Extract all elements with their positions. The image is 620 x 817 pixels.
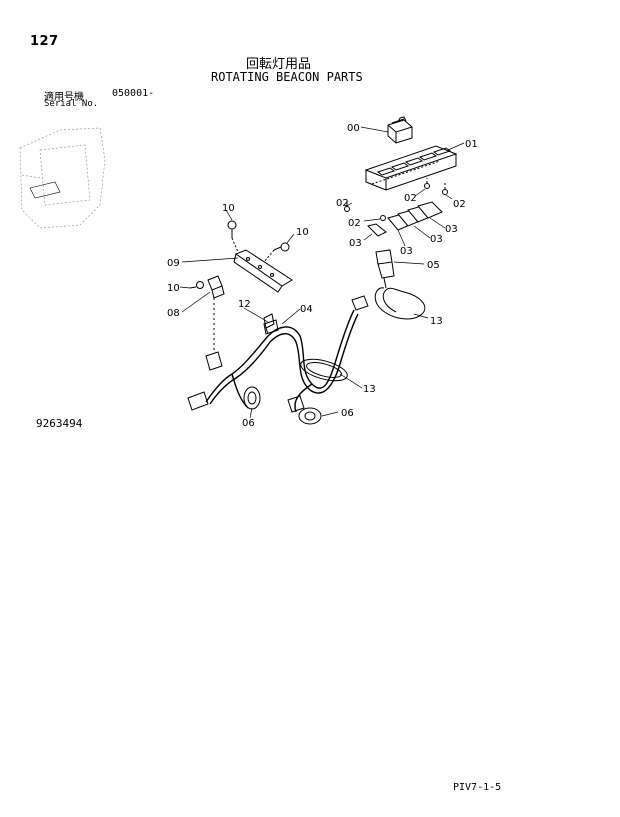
title-english: ROTATING BEACON PARTS: [211, 70, 363, 84]
callout-13: 13: [430, 316, 443, 327]
machine-location-sketch: [19, 127, 106, 229]
cable-loop-part-13: [374, 287, 426, 320]
callout-08: 08: [167, 308, 180, 319]
rocker-switch-part-00: [387, 116, 413, 144]
callout-06: 06: [341, 408, 354, 419]
callout-13: 13: [363, 384, 376, 395]
callout-02: 02: [453, 199, 466, 210]
callout-06: 06: [242, 418, 255, 429]
callout-10: 10: [296, 227, 309, 238]
connector-part-05: [375, 249, 395, 289]
callout-04: 04: [300, 304, 313, 315]
relay-part-08: [207, 275, 225, 350]
callout-12: 12: [238, 299, 251, 310]
callout-03: 03: [349, 238, 362, 249]
callout-00: 00: [347, 123, 360, 134]
callout-01: 01: [465, 139, 478, 150]
callout-leader-lines: [179, 126, 465, 419]
screw-part-02: [344, 178, 448, 221]
serial-label-japanese: 適用号機: [44, 92, 84, 103]
callout-03: 03: [445, 224, 458, 235]
callout-02: 02: [336, 198, 349, 209]
switch-cap-part-03: [367, 201, 443, 237]
page-number: 127: [30, 34, 59, 49]
title-japanese: 回転灯用品: [246, 57, 312, 72]
callout-10: 10: [167, 283, 180, 294]
callout-03: 03: [400, 246, 413, 257]
drawing-number: 9263494: [36, 417, 83, 430]
serial-label-english: Serial No.: [44, 99, 99, 109]
callout-09: 09: [167, 258, 180, 269]
wiring-harness-part-04: [205, 309, 359, 413]
grommet-part-06: [243, 386, 322, 425]
callout-02: 02: [404, 193, 417, 204]
page-code: PIV7-1-5: [453, 782, 502, 793]
callout-05: 05: [427, 260, 440, 271]
bracket-part-09: [231, 237, 293, 293]
callout-10: 10: [222, 203, 235, 214]
bolt-part-10: [189, 220, 290, 289]
serial-value: 050001-: [112, 88, 155, 99]
callout-02: 02: [348, 218, 361, 229]
switch-panel-part-01: [364, 145, 458, 191]
harness-connectors: [187, 295, 369, 411]
callout-03: 03: [430, 234, 443, 245]
